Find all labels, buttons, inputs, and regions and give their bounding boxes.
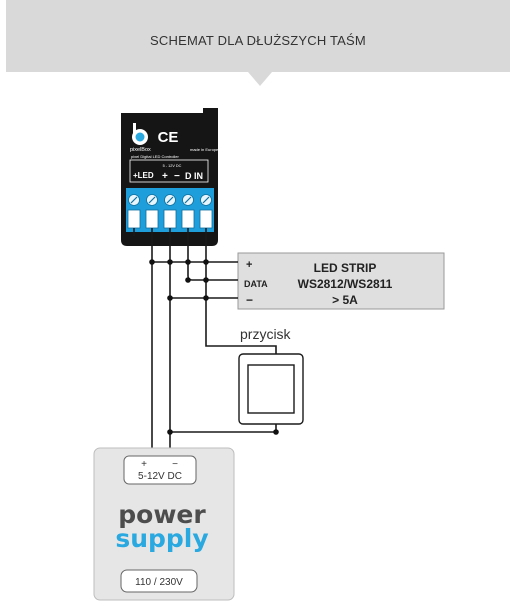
ce-mark: CE [158, 129, 179, 146]
button-label: przycisk [240, 326, 292, 342]
made-in-text: made in Europe [190, 147, 219, 152]
led-strip-box: + DATA − LED STRIP WS2812/WS2811 > 5A [237, 252, 445, 310]
push-button: przycisk [238, 326, 304, 425]
terminal-label-din: D IN [185, 171, 203, 181]
controller-module: CE pixelBox made in Europe pixel Digital… [121, 108, 219, 246]
ps-logo-supply: supply [115, 524, 208, 553]
controller-voltage: 5 - 12V DC [163, 164, 182, 168]
ps-input-voltage: 110 / 230V [135, 577, 183, 588]
header-banner: SCHEMAT DLA DŁUŻSZYCH TAŚM [6, 0, 510, 72]
strip-current: > 5A [332, 293, 358, 307]
terminal-label-led: +LED [133, 171, 154, 180]
ps-output-terminal [123, 455, 197, 485]
blebox-logo-icon [132, 123, 148, 145]
page-title: SCHEMAT DLA DŁUŻSZYCH TAŚM [150, 33, 366, 48]
strip-minus-label: − [246, 293, 253, 307]
ps-plus: + [141, 459, 147, 470]
controller-model: pixelBox [130, 147, 151, 153]
terminal-label-minus: − [174, 171, 180, 182]
controller-subtitle: pixel Digital LED Controller [131, 154, 179, 159]
ps-minus: − [172, 459, 178, 470]
strip-data-label: DATA [244, 279, 268, 289]
ps-logo-power: power [118, 500, 206, 529]
strip-plus-label: + [246, 259, 252, 271]
junction-dots [149, 259, 279, 435]
ps-output-voltage: 5-12V DC [138, 471, 182, 482]
button-key [247, 364, 295, 414]
header-arrow [248, 72, 272, 86]
terminal-label-frame [129, 159, 209, 183]
power-supply: + − 5-12V DC power supply 110 / 230V [93, 447, 235, 601]
strip-model: WS2812/WS2811 [298, 277, 393, 291]
strip-title: LED STRIP [314, 261, 377, 275]
terminal-label-plus: + [162, 171, 168, 182]
ps-input-terminal [120, 569, 198, 593]
